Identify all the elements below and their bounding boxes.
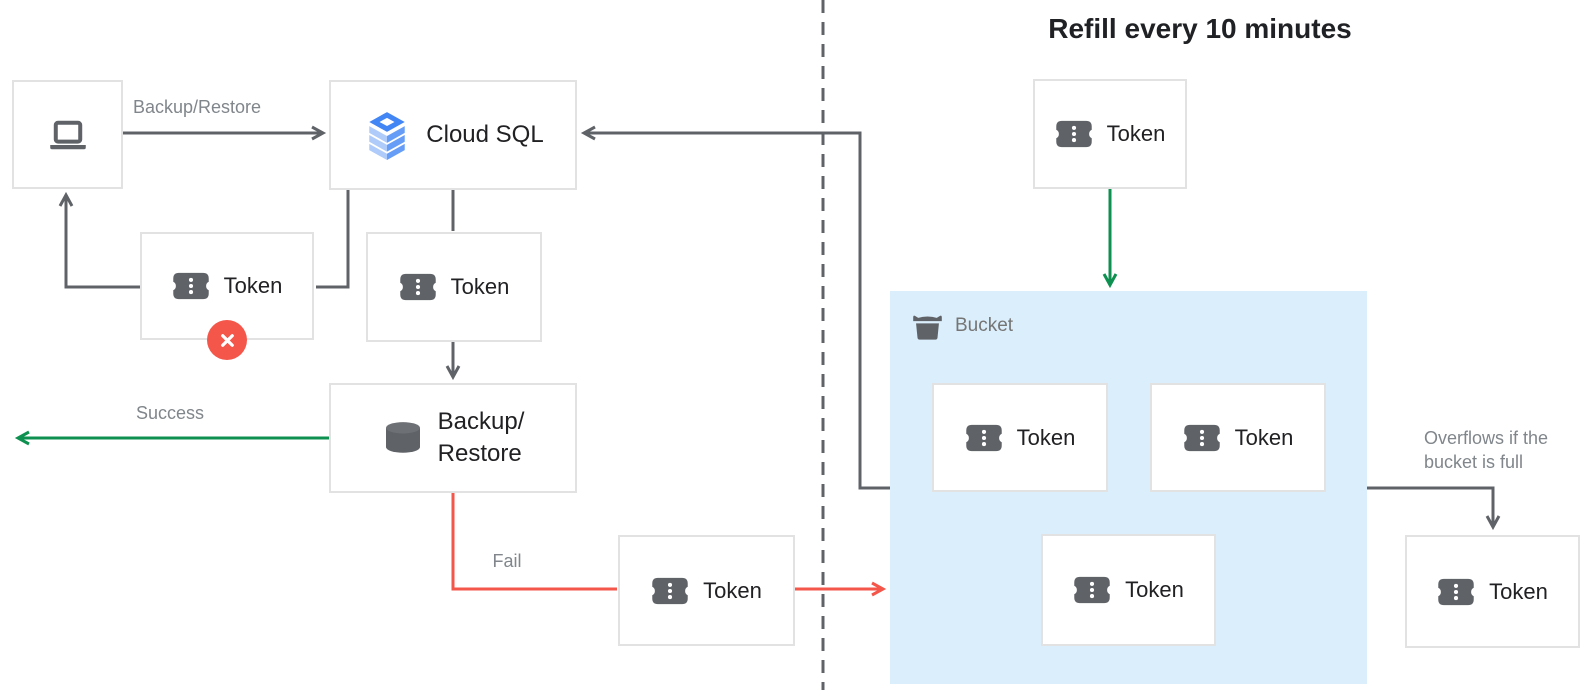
database-icon xyxy=(385,422,420,453)
token-icon xyxy=(172,272,209,300)
edge-bucket-to-cloudsql xyxy=(580,125,890,490)
token-granted-node: Token xyxy=(366,232,542,342)
token-overflow-node: Token xyxy=(1405,535,1580,648)
token-refill-node: Token xyxy=(1033,79,1187,189)
edge-overflow xyxy=(1367,486,1501,531)
token-icon xyxy=(965,424,1002,451)
cloud-sql-icon xyxy=(369,112,406,160)
edge-label-overflow: Overflows if the bucket is full xyxy=(1424,428,1549,472)
client-node xyxy=(12,80,123,189)
token-label: Token xyxy=(1106,121,1166,146)
bucket-label: Bucket xyxy=(955,315,1014,336)
edge-label-backup-restore: Backup/Restore xyxy=(132,97,262,117)
edge-label-fail: Fail xyxy=(492,551,522,571)
token-icon xyxy=(1183,424,1220,451)
edge-fail-to-token xyxy=(451,493,617,591)
cloud-sql-label: Cloud SQL xyxy=(426,121,544,148)
token-label: Token xyxy=(703,577,762,603)
backup-restore-label: Backup/ Restore xyxy=(437,408,525,467)
bucket-token-node: Token xyxy=(1150,383,1326,492)
token-icon xyxy=(1055,120,1092,148)
bucket-header: Bucket xyxy=(911,311,1013,341)
cloud-sql-node: Cloud SQL xyxy=(329,80,577,190)
token-icon xyxy=(1438,578,1474,605)
token-label: Token xyxy=(1125,577,1184,602)
bucket-icon xyxy=(913,315,942,340)
edge-denied-token-to-client xyxy=(58,191,140,289)
token-icon xyxy=(652,577,688,604)
edge-cloudsql-to-denied-token xyxy=(316,190,350,289)
bucket-token-node: Token xyxy=(932,383,1108,492)
backup-restore-node: Backup/ Restore xyxy=(329,383,577,493)
token-label: Token xyxy=(450,274,510,299)
edge-label-success: Success xyxy=(135,403,205,423)
token-label: Token xyxy=(1234,424,1294,450)
diagram-title: Refill every 10 minutes xyxy=(1048,13,1352,44)
token-label: Token xyxy=(1489,578,1548,604)
laptop-icon xyxy=(49,120,86,149)
token-label: Token xyxy=(223,273,283,298)
token-label: Token xyxy=(1016,424,1076,450)
token-icon xyxy=(399,273,436,301)
error-x-icon xyxy=(207,320,247,360)
token-fail-node: Token xyxy=(618,535,795,646)
bucket-token-node: Token xyxy=(1041,534,1216,646)
token-icon xyxy=(1074,576,1110,604)
